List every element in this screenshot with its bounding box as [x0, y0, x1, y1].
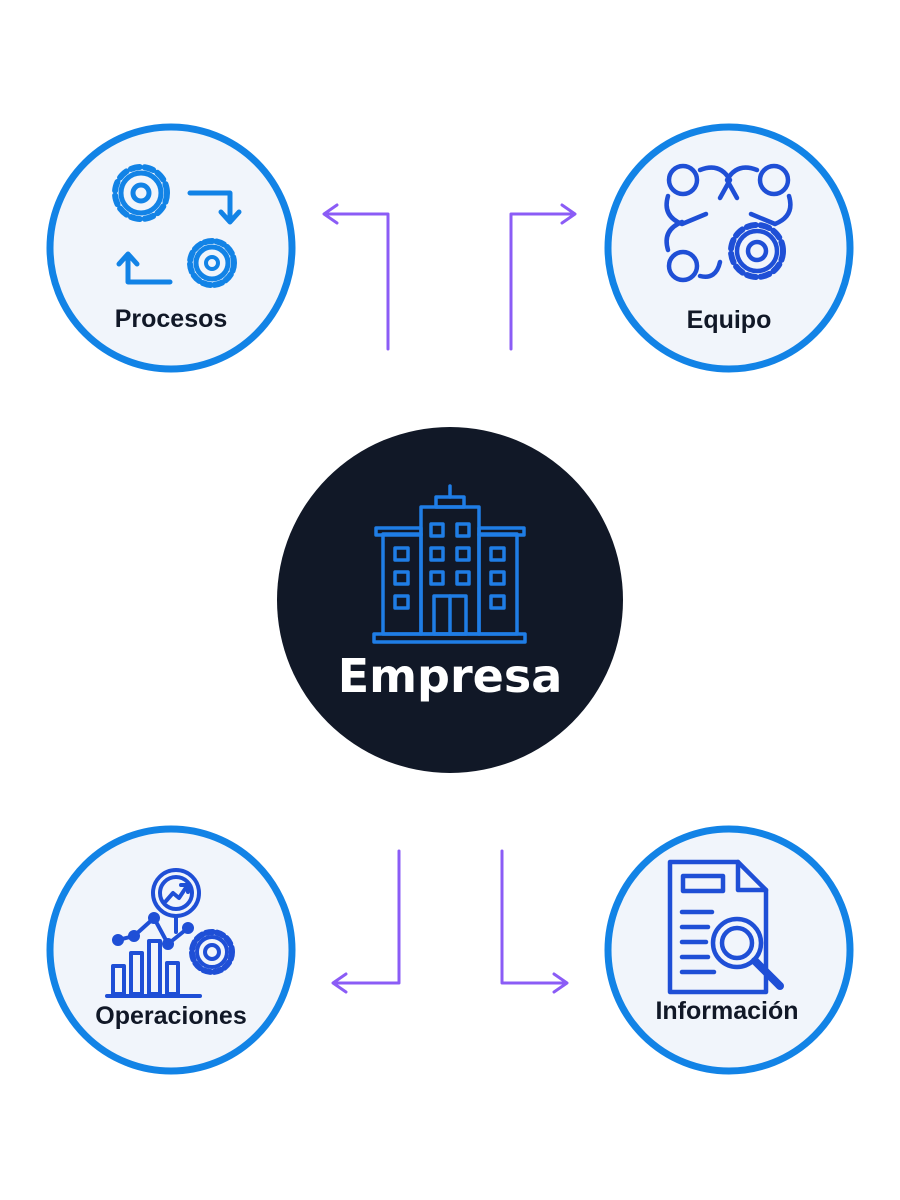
arrow-to-procesos: [322, 203, 390, 351]
office-building-icon: [372, 484, 527, 644]
node-procesos-label: Procesos: [115, 305, 228, 333]
connectors: [322, 203, 577, 994]
node-operaciones-circle: [46, 825, 296, 1075]
arrow-to-equipo: [509, 203, 577, 351]
arrow-to-operaciones: [331, 849, 401, 994]
gears-cycle-icon: [112, 164, 242, 288]
team-collaboration-icon: [664, 163, 793, 283]
document-search-icon: [667, 859, 784, 995]
analytics-gear-icon: [105, 868, 235, 998]
node-procesos: Procesos: [46, 123, 296, 373]
node-informacion: Información: [604, 825, 854, 1075]
node-operaciones-label: Operaciones: [95, 1002, 246, 1030]
node-informacion-label: Información: [655, 997, 798, 1025]
node-operaciones: Operaciones: [46, 825, 296, 1075]
arrow-to-informacion: [500, 849, 569, 994]
center-label: Empresa: [338, 649, 563, 703]
node-equipo: Equipo: [604, 123, 854, 373]
node-procesos-circle: [46, 123, 296, 373]
center-node-empresa: Empresa: [277, 427, 623, 773]
node-equipo-label: Equipo: [687, 306, 772, 334]
